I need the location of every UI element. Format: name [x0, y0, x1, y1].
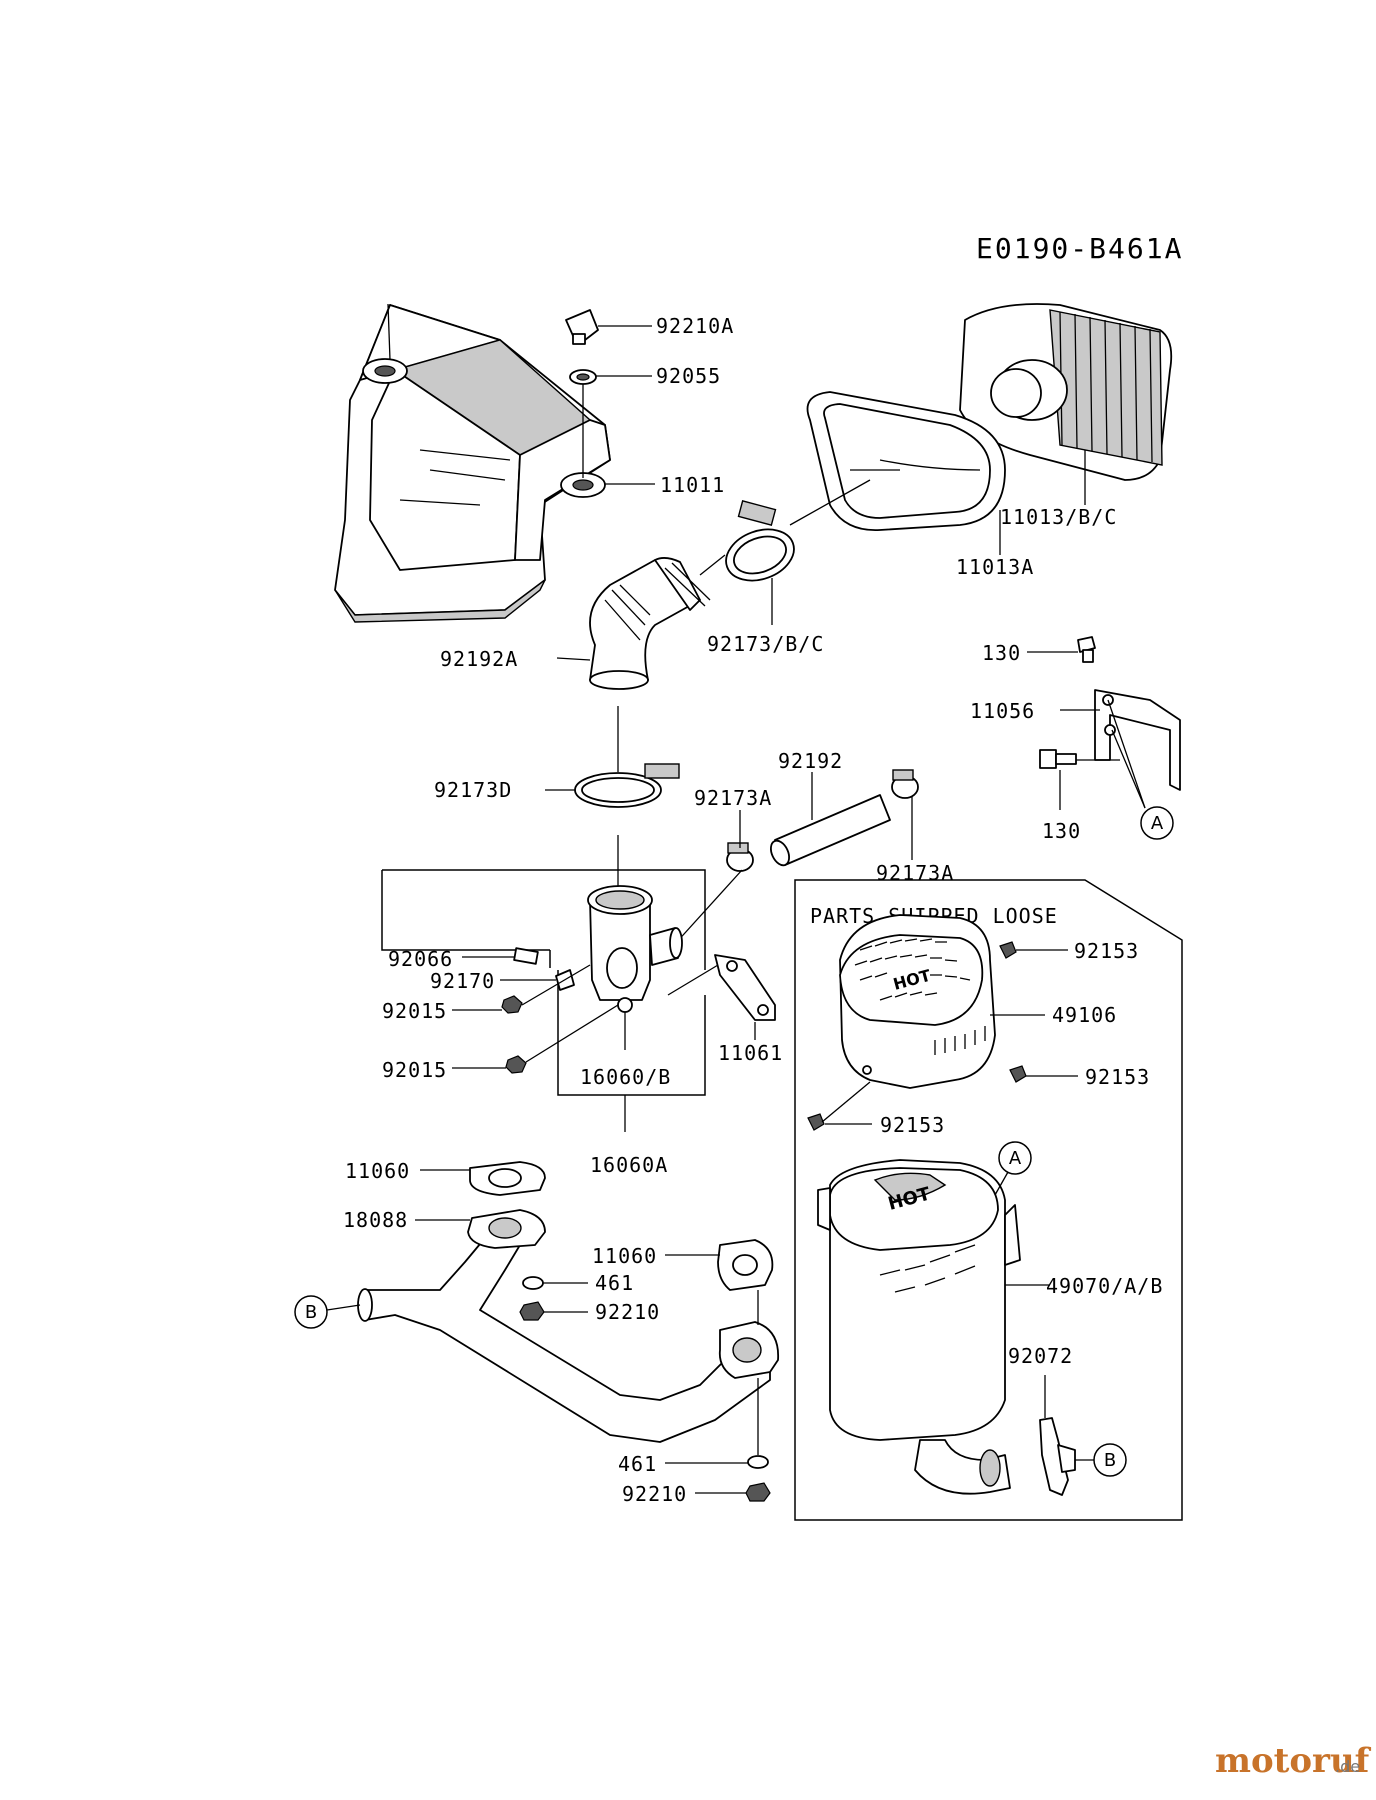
- screw-92153-c: 92153: [807, 1081, 945, 1137]
- label-130-bottom: 130: [1042, 819, 1081, 843]
- elbow-hose-92192A: 92192A: [440, 554, 726, 772]
- label-92192: 92192: [778, 749, 843, 773]
- label-130-top: 130: [982, 641, 1021, 665]
- label-18088: 18088: [343, 1208, 408, 1232]
- label-92173A-right: 92173A: [876, 861, 954, 885]
- label-92055: 92055: [656, 364, 721, 388]
- washer-92055: 92055: [569, 364, 721, 478]
- label-16060A: 16060A: [590, 1153, 668, 1177]
- label-92173D: 92173D: [434, 778, 512, 802]
- label-92153-top: 92153: [1074, 939, 1139, 963]
- label-11061: 11061: [718, 1041, 783, 1065]
- clip-92170: 92170: [430, 969, 575, 993]
- label-92210A: 92210A: [656, 314, 734, 338]
- hose-clamp-92173: 92173/B/C: [707, 479, 871, 656]
- label-11013A: 11013A: [956, 555, 1034, 579]
- label-16060B: 16060/B: [580, 1065, 671, 1089]
- diagram-code: E0190-B461A: [976, 232, 1183, 265]
- label-92210-upper: 92210: [595, 1300, 660, 1324]
- hose-clamp-92173D: 92173D: [434, 763, 680, 920]
- label-92072: 92072: [1008, 1344, 1073, 1368]
- label-11060-left: 11060: [345, 1159, 410, 1183]
- watermark-logo: motoruf .de: [1215, 1741, 1372, 1781]
- washer-461-upper: 461: [522, 1271, 634, 1295]
- gasket-11061: 11061: [714, 954, 783, 1065]
- callout-A-bracket: A: [1140, 806, 1174, 840]
- svg-text:A: A: [1151, 813, 1164, 834]
- label-92170: 92170: [430, 969, 495, 993]
- screw-92153-b: 92153: [1009, 1065, 1150, 1089]
- label-49070AB: 49070/A/B: [1046, 1274, 1163, 1298]
- pre-cleaner-11013A: 11013A: [806, 391, 1034, 579]
- wing-nut-92210A: 92210A: [565, 309, 734, 345]
- svg-text:B: B: [305, 1302, 317, 1323]
- svg-text:A: A: [1009, 1148, 1022, 1169]
- screw-92153-a: 92153: [999, 939, 1139, 963]
- label-92173A-left: 92173A: [694, 786, 772, 810]
- air-filter-element-11013: 11013/B/C: [959, 303, 1173, 529]
- callout-A-muffler: A: [994, 1141, 1032, 1196]
- hose-clamp-92173A-upper: 92173A: [876, 769, 954, 885]
- label-461-lower: 461: [618, 1452, 657, 1476]
- label-92066: 92066: [388, 947, 453, 971]
- label-92173BC: 92173/B/C: [707, 632, 824, 656]
- label-92015-lower: 92015: [382, 1058, 447, 1082]
- breather-tube-92192: 92192: [770, 749, 891, 867]
- label-461-upper: 461: [595, 1271, 634, 1295]
- callout-B-manifold: B: [294, 1295, 361, 1329]
- exhaust-manifold-18088: 18088: [343, 1208, 779, 1443]
- label-11056: 11056: [970, 699, 1035, 723]
- gasket-11060-right: 11060: [592, 1239, 774, 1455]
- muffler-49070: HOT 49070/A/B: [817, 1159, 1163, 1495]
- bolt-130-upper: 130: [982, 636, 1096, 665]
- svg-text:B: B: [1104, 1450, 1116, 1471]
- nut-92015-a: 92015: [382, 964, 591, 1023]
- label-92153-bottom: 92153: [880, 1113, 945, 1137]
- callout-B-arrester: B: [1075, 1443, 1127, 1477]
- label-92192A: 92192A: [440, 647, 518, 671]
- label-11011: 11011: [660, 473, 725, 497]
- svg-text:.de: .de: [1335, 1757, 1360, 1776]
- washer-461-lower: 461: [618, 1452, 769, 1476]
- hose-clamp-92173A-lower: 92173A: [694, 786, 772, 872]
- nut-92015-b: 92015: [382, 1004, 619, 1082]
- pin-92066: 92066: [388, 947, 539, 971]
- label-92015-upper: 92015: [382, 999, 447, 1023]
- label-11060-right: 11060: [592, 1244, 657, 1268]
- exhaust-fitting-16060: 16060/B 16060A: [381, 869, 706, 1177]
- label-49106: 49106: [1052, 1003, 1117, 1027]
- bracket-11056: 11056: [970, 689, 1181, 809]
- label-11013BC: 11013/B/C: [1000, 505, 1117, 529]
- nut-92210-lower: 92210: [622, 1482, 771, 1506]
- heat-shield-49106: HOT 49106: [839, 914, 1117, 1089]
- spark-arrester-92072: 92072: [1008, 1344, 1076, 1496]
- air-cleaner-cover-11011: [334, 303, 611, 623]
- label-92153-mid: 92153: [1085, 1065, 1150, 1089]
- svg-text:motoruf: motoruf: [1215, 1741, 1372, 1781]
- nut-92210-upper: 92210: [519, 1300, 660, 1324]
- label-92210-lower: 92210: [622, 1482, 687, 1506]
- gasket-11060-left: 11060: [345, 1159, 546, 1196]
- bolt-130-lower: 130: [1039, 749, 1120, 843]
